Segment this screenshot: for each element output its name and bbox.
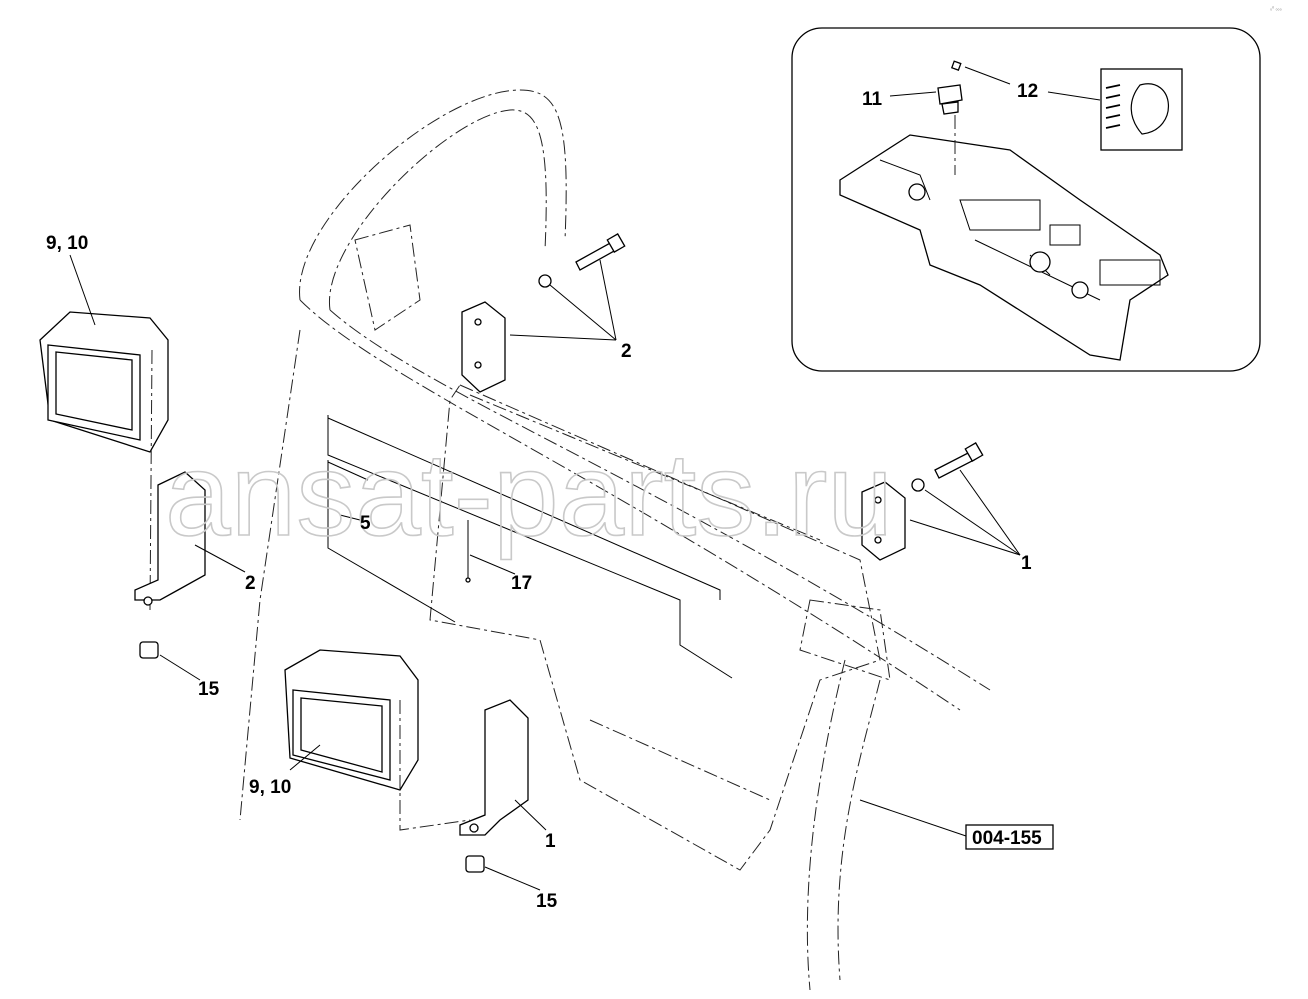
callout-switch: 11: [862, 89, 883, 110]
nut-left: [139, 641, 159, 659]
callout-lamp-upper: 9, 10: [46, 233, 88, 254]
bolt-right: [911, 442, 984, 492]
callout-clamp-upper: 2: [621, 341, 632, 362]
watermark: ansat-parts.ru: [165, 429, 893, 561]
work-lamp-upper: [39, 311, 169, 611]
callout-cable: 17: [511, 573, 532, 594]
callout-harness: 5: [360, 513, 371, 534]
leader-lines: [69, 254, 1021, 891]
light-symbol: [1100, 68, 1183, 151]
callout-symbol: 12: [1017, 81, 1038, 102]
callout-nut-lower: 15: [536, 891, 558, 912]
dashboard-panel: [429, 384, 891, 871]
wiring-harness: [327, 415, 733, 679]
inset-detail: [791, 27, 1261, 372]
nut-lower: [465, 855, 485, 873]
callout-lamp-lower: 9, 10: [249, 777, 291, 798]
callout-clamp-right: 1: [1021, 553, 1032, 574]
clamp-right: [861, 481, 906, 561]
corner-code: ₀⁰ ₀₀₀: [1270, 6, 1282, 12]
bracket-lower: [459, 699, 529, 836]
callout-bracket-left: 2: [245, 573, 256, 594]
callout-nut-left: 15: [198, 679, 220, 700]
reference-code[interactable]: 004-155: [972, 828, 1042, 849]
roll-bar-frame: [239, 89, 991, 991]
work-lamp-lower: [284, 649, 471, 831]
clamp-upper: [461, 301, 506, 393]
callout-bracket-lower: 1: [545, 831, 556, 852]
reference-box: [965, 824, 1054, 850]
bracket-left: [134, 471, 206, 606]
bolt-upper: [538, 233, 626, 288]
